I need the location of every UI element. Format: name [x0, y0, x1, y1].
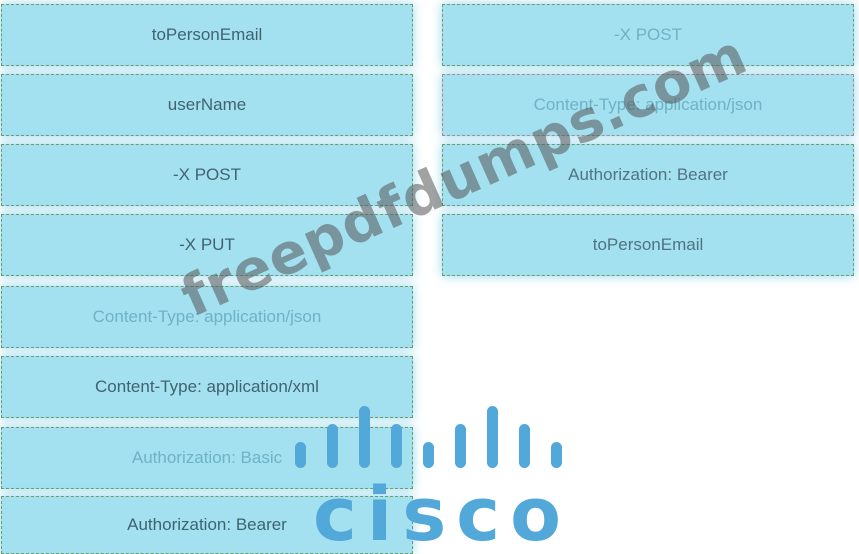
option-tile-to-person-email[interactable]: toPersonEmail	[1, 4, 413, 66]
answer-label: -X POST	[613, 25, 682, 44]
answer-slot-1[interactable]: -X POST	[442, 4, 854, 66]
answer-slot-3[interactable]: Authorization: Bearer	[442, 144, 854, 206]
option-tile-x-put[interactable]: -X PUT	[1, 214, 413, 276]
option-label: Content-Type: application/json	[92, 307, 322, 326]
option-tile-user-name[interactable]: userName	[1, 74, 413, 136]
option-label: -X PUT	[179, 235, 235, 254]
option-tile-content-type-json[interactable]: Content-Type: application/json	[1, 286, 413, 348]
option-tile-content-type-xml[interactable]: Content-Type: application/xml	[1, 356, 413, 418]
option-label: Authorization: Bearer	[127, 515, 287, 534]
option-tile-x-post[interactable]: -X POST	[1, 144, 413, 206]
option-label: Authorization: Basic	[131, 448, 283, 467]
answer-slot-4[interactable]: toPersonEmail	[442, 214, 854, 276]
answer-label: Authorization: Bearer	[568, 165, 728, 184]
option-label: -X POST	[172, 165, 241, 184]
option-label: Content-Type: application/xml	[95, 377, 319, 396]
option-tile-authorization-bearer[interactable]: Authorization: Bearer	[1, 496, 413, 554]
option-label: toPersonEmail	[151, 25, 263, 44]
option-label: userName	[167, 95, 247, 114]
answer-label: Content-Type: application/json	[533, 95, 763, 114]
answer-label: toPersonEmail	[592, 235, 704, 254]
option-tile-authorization-basic[interactable]: Authorization: Basic	[1, 427, 413, 489]
answer-slot-2[interactable]: Content-Type: application/json	[442, 74, 854, 136]
